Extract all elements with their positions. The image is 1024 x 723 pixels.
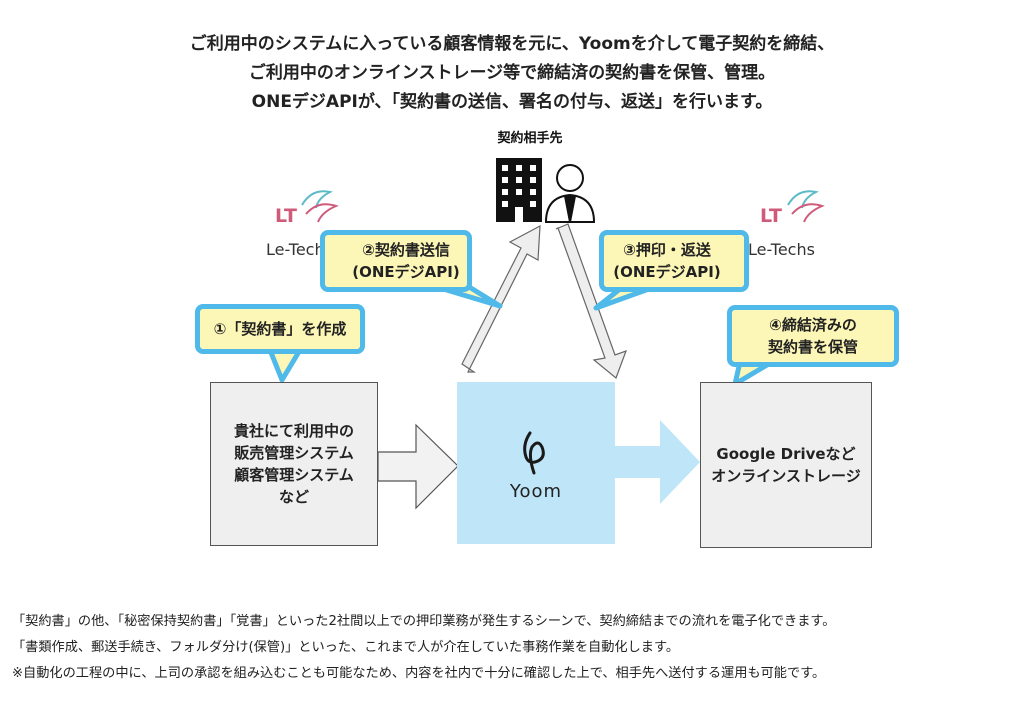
source-system-box: 貴社にて利用中の 販売管理システム 顧客管理システム など (210, 382, 378, 546)
source-line-2: 販売管理システム (234, 444, 354, 462)
source-line-4: など (278, 488, 309, 506)
intro-line-1: ご利用中のシステムに入っている顧客情報を元に、Yoomを介して電子契約を締結、 (189, 34, 835, 54)
footer-notes: 「契約書」の他、「秘密保持契約書」「覚書」といった2社間以上での押印業務が発生す… (12, 609, 1017, 687)
step2-text-line1: ②契約書送信 (362, 241, 450, 259)
letechs-wing-icon-right (787, 190, 825, 223)
building-icon (496, 158, 542, 222)
letechs-logo-mark-right: LT (760, 205, 782, 227)
footer-line-1: 「契約書」の他、「秘密保持契約書」「覚書」といった2社間以上での押印業務が発生す… (12, 614, 836, 629)
step3-text-line1: ③押印・返送 (623, 241, 711, 259)
yoom-box: Yoom (457, 382, 615, 544)
source-line-1: 貴社にて利用中の (233, 422, 354, 440)
footer-line-2: 「書類作成、郵送手続き、フォルダ分け(保管)」といった、これまで人が介在していた… (12, 640, 680, 655)
step4-bubble: ④締結済みの 契約書を保管 (727, 305, 899, 367)
intro-text: ご利用中のシステムに入っている顧客情報を元に、Yoomを介して電子契約を締結、 … (0, 30, 1024, 117)
flow-arrow-source-to-yoom (377, 423, 459, 510)
step2-text-line2: (ONEデジAPI) (352, 263, 460, 281)
step3-text-line2: (ONEデジAPI) (613, 263, 721, 281)
step4-text-line2: 契約書を保管 (767, 338, 858, 356)
step4-text-line1: ④締結済みの (769, 316, 857, 334)
letechs-wing-icon-left (301, 190, 339, 223)
flow-arrow-yoom-to-storage (612, 420, 700, 504)
yoom-name: Yoom (509, 481, 563, 502)
step3-bubble: ③押印・返送 (ONEデジAPI) (599, 230, 749, 292)
intro-line-3: ONEデジAPIが、「契約書の送信、署名の付与、返送」を行います。 (251, 92, 773, 112)
send-arrow-up (461, 224, 541, 373)
step2-bubble: ②契約書送信 (ONEデジAPI) (320, 230, 472, 292)
letechs-logo-text-left: Le-Techs (266, 240, 333, 259)
person-icon (544, 164, 596, 223)
yoom-logo-icon (523, 431, 545, 475)
return-arrow-down (555, 223, 628, 379)
step1-text: ①「契約書」を作成 (213, 320, 347, 338)
bubble-tail-step1 (267, 347, 303, 383)
intro-line-2: ご利用中のオンラインストレージ等で締結済の契約書を保管、管理。 (248, 63, 776, 83)
storage-line-2: オンラインストレージ (711, 467, 861, 485)
letechs-logo-mark-left: LT (275, 205, 297, 227)
counterparty-label: 契約相手先 (497, 131, 563, 146)
footer-line-3: ※自動化の工程の中に、上司の承認を組み込むことも可能なため、内容を社内で十分に確… (12, 666, 826, 681)
step1-bubble: ①「契約書」を作成 (195, 304, 365, 354)
online-storage-box: Google Driveなど オンラインストレージ (700, 382, 872, 548)
source-line-3: 顧客管理システム (234, 466, 354, 484)
storage-line-1: Google Driveなど (716, 445, 856, 463)
letechs-logo-text-right: Le-Techs (748, 240, 815, 259)
